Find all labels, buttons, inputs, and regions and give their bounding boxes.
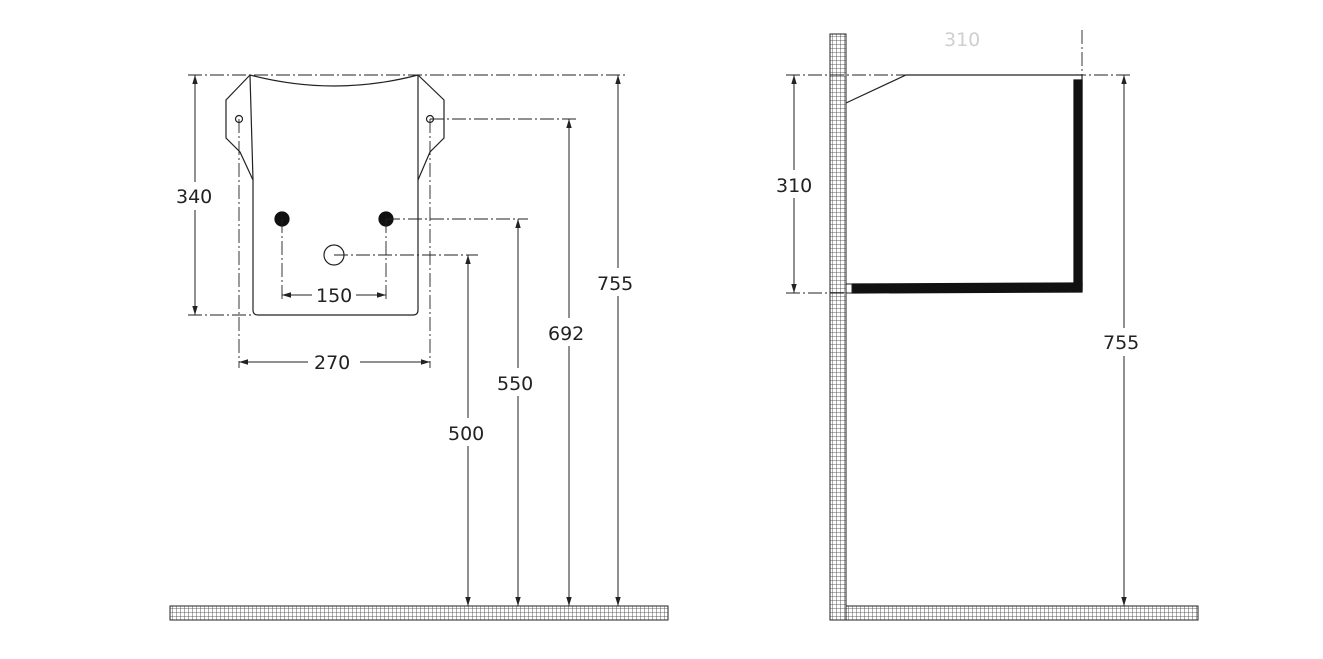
dim-label-340: 340 xyxy=(176,186,212,208)
dim-label-550: 550 xyxy=(497,373,533,395)
basin-side-profile xyxy=(845,74,1083,287)
side-floor-hatch xyxy=(845,605,1199,621)
dim-label-270: 270 xyxy=(314,352,350,374)
support-bracket-horizontal xyxy=(851,282,1083,294)
dim-label-top-faint: 310 xyxy=(944,29,980,51)
front-view xyxy=(169,74,669,621)
side-dimension-lines xyxy=(791,75,1127,606)
dim-label-150: 150 xyxy=(316,285,352,307)
dim-label-692: 692 xyxy=(548,323,584,345)
dim-label-310: 310 xyxy=(776,175,812,197)
basin-inner-line xyxy=(249,74,254,181)
bracket-wall-mount xyxy=(845,283,853,294)
side-extension-lines xyxy=(786,30,1132,294)
side-view xyxy=(786,30,1199,621)
front-extension-lines xyxy=(188,74,628,368)
support-bracket-vertical xyxy=(1073,79,1083,291)
front-dimension-lines xyxy=(192,75,621,606)
dim-label-755-front: 755 xyxy=(597,273,633,295)
side-wall-hatch xyxy=(829,33,847,621)
dim-label-755-side: 755 xyxy=(1103,332,1139,354)
dim-label-500: 500 xyxy=(448,423,484,445)
front-floor-hatch xyxy=(169,605,669,621)
basin-outline xyxy=(225,74,445,316)
